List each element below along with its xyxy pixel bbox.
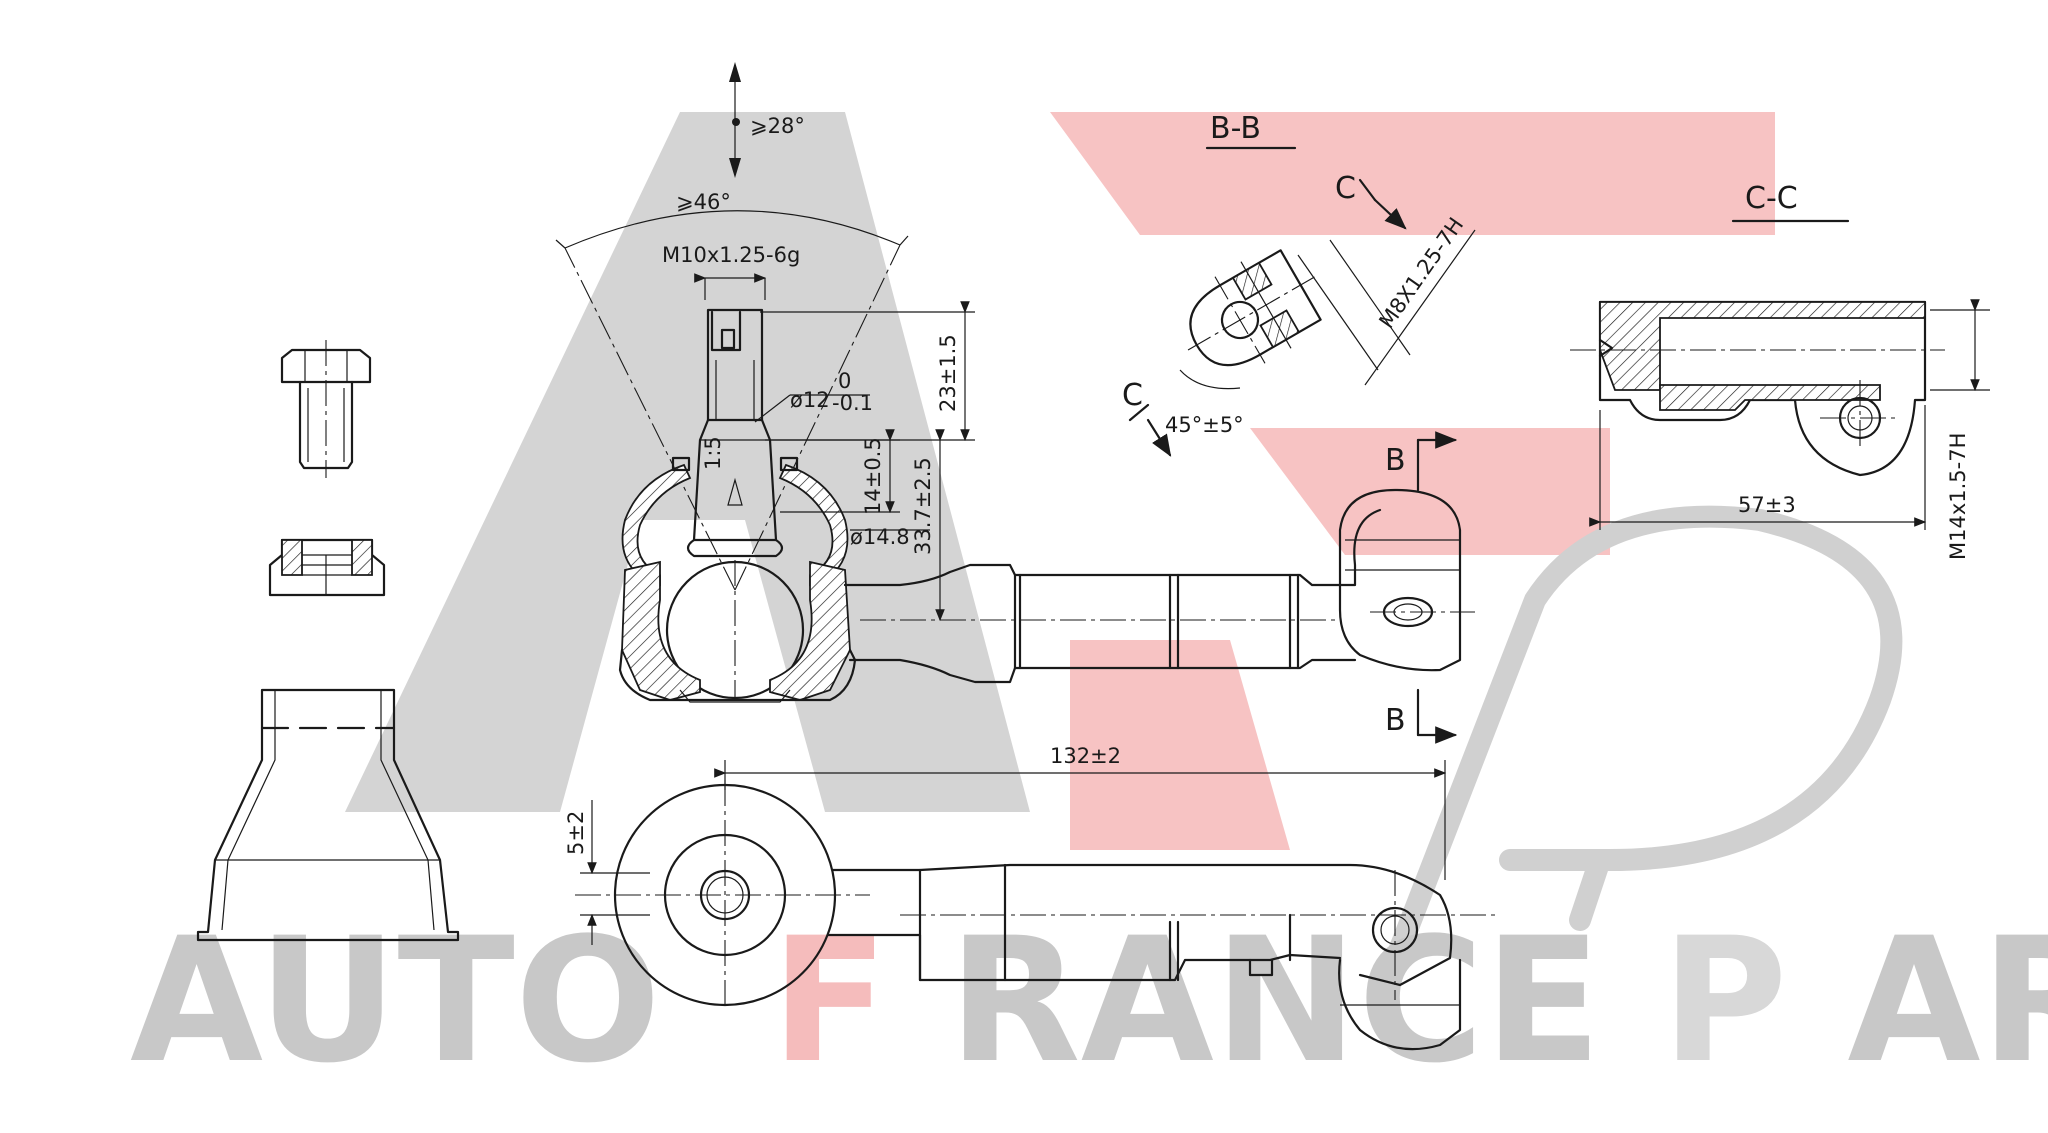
watermark-red-slash-low [1070,640,1290,850]
cut-c-top-label: C [1335,171,1356,206]
end-thread-label: M14x1.5-7H [1946,433,1970,560]
svg-text:AUTO F RANCE: AUTO F RANCE P ARTS [130,900,2048,1101]
watermark-text-auto: AUTO [130,900,661,1101]
watermark-red-slash-top [1050,112,1775,235]
cut-c-bottom-label: C [1122,378,1143,413]
section-bb-label: B-B [1210,111,1261,146]
bolt-drawing [280,340,372,478]
cut-b-top-label: B [1385,443,1406,478]
watermark-a-shape [345,112,1030,812]
watermark-text-rance: RANCE [948,900,1601,1101]
watermark-red-slash-mid [1250,428,1610,555]
taper-label: 1:5 [701,436,725,470]
dim-23-label: 23±1.5 [936,334,960,412]
section-cc [1570,219,1990,530]
dia-14-8-label: ø14.8 [850,525,910,549]
angle-45-label: 45°±5° [1165,413,1244,437]
boot-drawing [196,688,460,942]
watermark: AUTO F RANCE P ARTS [130,112,2048,1101]
watermark-text-f: F [771,900,889,1101]
stud-diameter-tol-lower: -0.1 [832,391,873,415]
watermark-text-p: P [1661,900,1787,1101]
stud-diameter-tol-upper: 0 [838,369,851,393]
dim-132-label: 132±2 [1050,744,1121,768]
dim-5-label: 5±2 [564,811,588,855]
watermark-p-shape [1369,505,1903,1011]
dim-57-label: 57±3 [1738,493,1796,517]
nut-drawing [268,538,386,597]
dim-14-label: 14±0.5 [861,437,885,515]
dim-33-label: 33.7±2.5 [911,457,935,555]
stud-diameter-label: ø12 [790,388,830,412]
section-bb [1128,146,1476,457]
angle-swing-label: ⩾46° [676,190,731,214]
side-view [555,62,1475,744]
top-view [575,760,1500,1051]
section-cc-label: C-C [1745,181,1798,216]
stud-thread-label: M10x1.25-6g [662,243,800,267]
cut-b-bottom-label: B [1385,703,1406,738]
watermark-text-arts: ARTS [1847,900,2048,1101]
angle-vertical-label: ⩾28° [750,114,805,138]
